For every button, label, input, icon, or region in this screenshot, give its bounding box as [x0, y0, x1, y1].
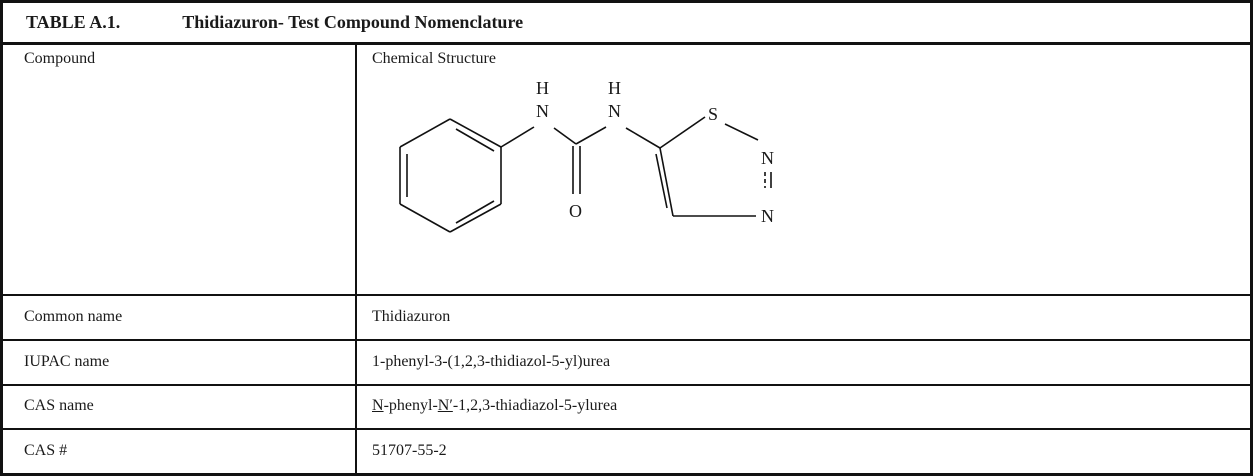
table-caption: TABLE A.1. Thidiazuron- Test Compound Nom…	[26, 12, 523, 33]
structure-row-bottom-border	[0, 294, 1253, 296]
bond	[500, 126, 535, 148]
label-cas-number: CAS #	[24, 442, 68, 459]
cas-name-n-prime: N′	[437, 397, 453, 414]
table-top-border	[0, 0, 1253, 3]
header-compound: Compound	[24, 50, 96, 67]
value-cas-number: 51707-55-2	[372, 442, 447, 459]
caption-title: Thidiazuron- Test Compound Nomenclature	[182, 12, 524, 32]
bond	[399, 118, 451, 148]
table-bottom-border	[0, 473, 1253, 476]
table-right-border	[1250, 0, 1253, 476]
thidiazuron-structure: H N H N O S N N	[399, 78, 774, 233]
cas-name-phenyl: -phenyl-	[383, 397, 438, 414]
table-left-border	[0, 0, 3, 476]
atom-n2: N	[608, 101, 621, 121]
common-name-row-bottom-border	[0, 339, 1253, 341]
atom-n4: N	[761, 206, 774, 226]
bond	[575, 126, 607, 145]
double-bond	[655, 153, 668, 209]
label-common-name: Common name	[24, 308, 123, 325]
label-iupac-name: IUPAC name	[24, 353, 110, 370]
cas-name-rest: -1,2,3-thiadiazol-5-ylurea	[452, 397, 618, 414]
caption-bottom-border	[0, 42, 1253, 45]
cas-name-row-bottom-border	[0, 428, 1253, 430]
atom-o: O	[569, 201, 582, 221]
bond	[724, 123, 759, 141]
header-chemical-structure: Chemical Structure	[372, 50, 496, 67]
bond	[449, 118, 502, 148]
bond	[553, 127, 577, 145]
atom-h1: H	[536, 78, 549, 98]
benzene-ring	[399, 118, 502, 233]
atom-n1: N	[536, 101, 549, 121]
urea-linker	[500, 126, 661, 194]
bond	[449, 203, 502, 233]
atom-h2: H	[608, 78, 621, 98]
value-iupac-name: 1-phenyl-3-(1,2,3-thidiazol-5-yl)urea	[372, 353, 611, 370]
atom-n3: N	[761, 148, 774, 168]
thiadiazole-ring	[655, 116, 772, 217]
value-common-name: Thidiazuron	[372, 308, 451, 325]
caption-label: TABLE A.1.	[26, 12, 121, 32]
bond	[659, 116, 706, 149]
bond	[399, 203, 451, 233]
bond	[659, 147, 674, 217]
label-cas-name: CAS name	[24, 397, 94, 414]
cas-name-n: N	[372, 397, 384, 414]
double-bond	[455, 200, 495, 224]
iupac-row-bottom-border	[0, 384, 1253, 386]
double-bond	[455, 128, 495, 152]
column-divider	[355, 43, 357, 476]
bond	[625, 127, 661, 149]
atom-s: S	[708, 104, 718, 124]
value-cas-name: N-phenyl-N′-1,2,3-thiadiazol-5-ylurea	[372, 396, 617, 416]
